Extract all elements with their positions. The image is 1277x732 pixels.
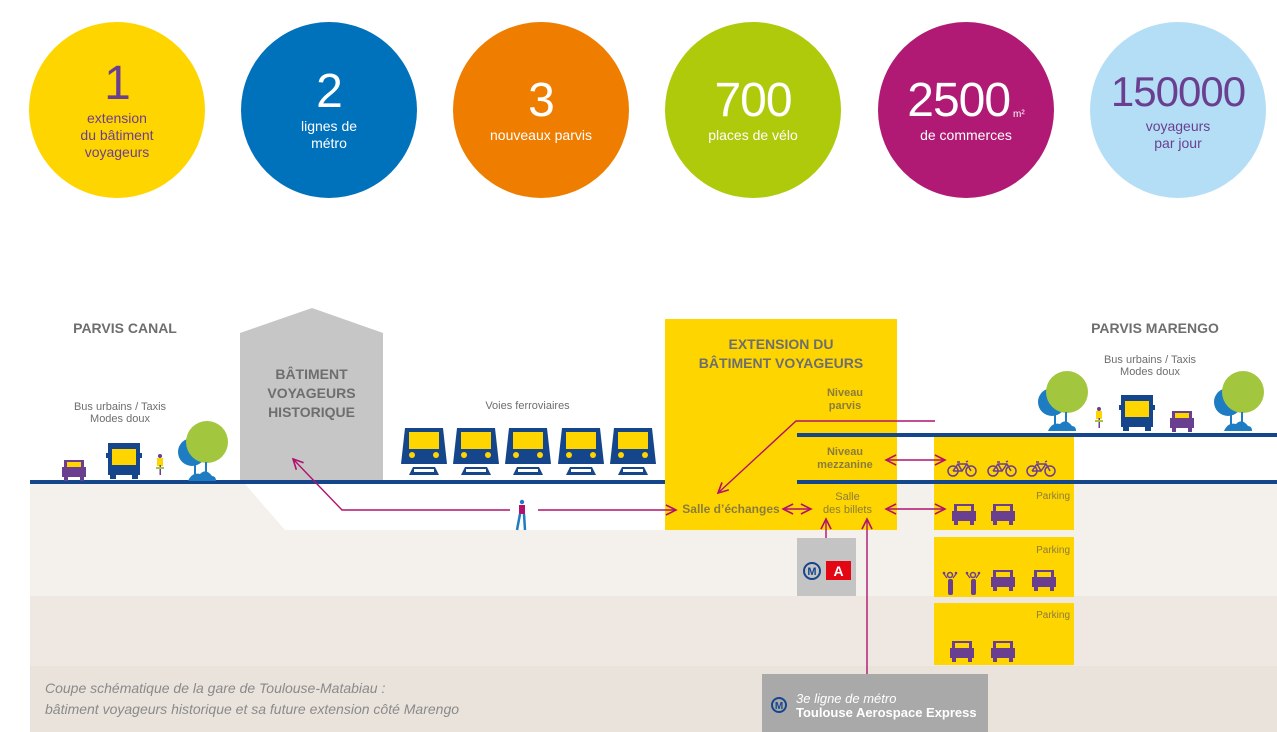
parking-label: Parking [1036,610,1070,621]
ground-layer-2 [30,596,1277,666]
extension-building [665,319,897,530]
taxi-icon [62,460,86,481]
parking-label: Parking [1036,491,1070,502]
bus-icon [106,443,142,479]
stat-extension: 1 extension du bâtiment voyageurs [29,22,205,198]
metro-line-a-letter: A [833,563,843,579]
bus-taxi-right-label: Bus urbains / Taxis Modes doux [1103,354,1197,378]
stat-value: 700 [714,73,792,127]
stat-travelers: 150000 voyageurs par jour [1090,22,1266,198]
stat-bike-places: 700 places de vélo [665,22,841,198]
train-icon [453,428,499,475]
stat-label: de commerces [920,126,1012,143]
stat-parvis: 3 nouveaux parvis [453,22,629,198]
ground-layer-3 [30,666,1277,732]
salle-echanges-label: Salle d’échanges [682,502,780,516]
underground-passage [245,484,665,530]
ground-line-canal [30,480,665,484]
historic-building [240,308,383,480]
ground-line-mezzanine [797,480,1277,484]
stat-value: 2 [316,65,343,118]
arrow-to-historic [293,459,510,511]
train-icon [505,428,551,475]
metro-symbol: M [807,566,816,578]
diagram-caption: Coupe schématique de la gare de Toulouse… [45,680,460,717]
cyclist-icon [1095,407,1103,428]
metro3-line1: 3e ligne de métro [796,691,897,706]
stat-unit: m² [1013,108,1025,120]
stat-value: 3 [528,73,555,127]
metro-line-a-box: M A [797,538,856,596]
train-icon [610,428,656,475]
niveau-parvis-label: Niveau parvis [826,387,864,412]
tree-icon [1038,371,1088,431]
stat-label: places de vélo [708,126,798,143]
niveau-mezzanine-label: Niveau mezzanine [817,446,873,471]
stat-label: lignes de métro [300,118,358,151]
parking-label: Parking [1036,545,1070,556]
stat-label: nouveaux parvis [490,126,592,143]
metro3-line2: Toulouse Aerospace Express [796,705,977,720]
ground-line-parvis-marengo [797,433,1277,437]
tree-icon [178,421,228,481]
metro-icon: M [771,697,787,713]
historic-building-label: BÂTIMENT VOYAGEURS HISTORIQUE [267,366,356,420]
salle-billets-label: Salle des billets [823,491,872,516]
train-icon [558,428,604,475]
bus-icon [1119,395,1155,431]
metro-a-icons: M A [803,561,851,580]
parvis-marengo-label: PARVIS MARENGO [1091,320,1219,336]
cyclist-icon [156,454,164,475]
stat-label: extension du bâtiment voyageurs [80,109,154,160]
extension-title: EXTENSION DU BÂTIMENT VOYAGEURS [698,336,864,371]
stat-value: 1 [104,56,131,110]
tracks-label: Voies ferroviaires [485,400,570,412]
stat-value-number: 2500 [907,73,1011,127]
stat-label: voyageurs par jour [1145,118,1211,151]
tree-icon [1214,371,1264,431]
metro-line-3-box: M 3e ligne de métro Toulouse Aerospace E… [762,674,988,732]
stat-metro-lines: 2 lignes de métro [241,22,417,198]
taxi-icon [1170,411,1194,432]
train-icon [401,428,447,475]
bus-taxi-left-label: Bus urbains / Taxis Modes doux [73,401,167,425]
stat-value: 150000 [1110,68,1246,115]
arrow-parvis-to-echanges [718,420,935,493]
metro-symbol: M [775,701,783,712]
parvis-canal-label: PARVIS CANAL [73,320,177,336]
pedestrian-icon [515,499,527,531]
